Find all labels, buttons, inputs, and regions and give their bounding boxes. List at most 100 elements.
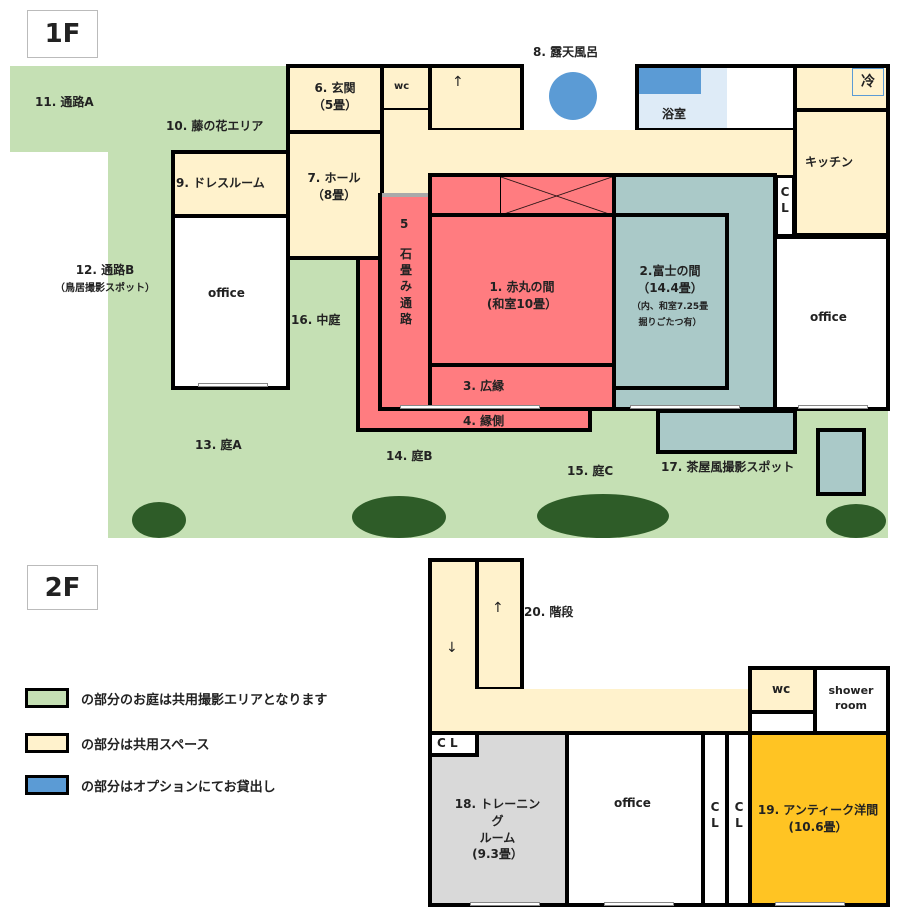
stone-path-divider xyxy=(382,193,430,197)
label-16: 16. 中庭 xyxy=(291,313,341,327)
label-cl-1f: C L xyxy=(780,185,790,215)
label-12: 12. 通路B （鳥居撮影スポット） xyxy=(40,262,170,296)
label-shower-2: room xyxy=(834,699,867,713)
floor-label-2f: 2F xyxy=(27,565,98,610)
label-19-name: 19. アンティーク洋間 xyxy=(757,803,879,817)
room-fuji xyxy=(612,213,729,390)
label-2-name: 2.富士の間 xyxy=(639,264,701,278)
label-bath: 浴室 xyxy=(662,107,687,121)
label-4: 4. 縁側 xyxy=(463,414,505,428)
label-1-size: (和室10畳） xyxy=(486,296,558,311)
corridor-2f xyxy=(428,689,752,735)
legend-item-option: の部分はオプションにてお貸出し xyxy=(25,775,276,795)
label-18-d: (9.3畳） xyxy=(472,847,523,862)
label-7-size: （8畳） xyxy=(311,187,357,202)
stairs-1f xyxy=(428,64,524,132)
window xyxy=(798,405,868,409)
stone-path xyxy=(378,193,432,411)
label-18-b: グ xyxy=(491,813,504,828)
label-18-a: 18. トレーニン xyxy=(454,797,541,811)
legend-text: の部分は共用スペース xyxy=(81,737,210,753)
label-2: 2.富士の間 （14.4畳） （内、和室7.25畳掘りごたつ有） xyxy=(620,263,720,330)
label-2-size: （14.4畳） xyxy=(637,280,703,295)
bathtub xyxy=(639,68,701,94)
window xyxy=(604,902,674,906)
sliding-panels xyxy=(500,177,612,215)
label-kitchen: キッチン xyxy=(805,155,854,169)
label-6-size: （5畳） xyxy=(312,97,358,112)
label-10: 10. 藤の花エリア xyxy=(166,119,264,133)
label-7: 7. ホール （8畳） xyxy=(294,170,374,204)
legend-text: の部分はオプションにてお貸出し xyxy=(81,779,276,795)
room-office-right xyxy=(773,235,890,411)
label-office-left: office xyxy=(208,286,245,300)
label-3: 3. 広縁 xyxy=(463,379,505,393)
floor-label-1f: 1F xyxy=(27,10,98,58)
legend-text: の部分のお庭は共用撮影エリアとなります xyxy=(81,692,328,708)
label-1-name: 1. 赤丸の間 xyxy=(489,280,555,294)
label-1: 1. 赤丸の間 (和室10畳） xyxy=(470,279,574,313)
room-shower xyxy=(813,666,890,735)
label-6: 6. 玄関 （5畳） xyxy=(300,80,370,114)
label-wc-1f: wc xyxy=(394,81,410,92)
room-office-2f xyxy=(565,731,705,907)
label-shower-1: shower xyxy=(828,684,874,697)
label-12-sub: （鳥居撮影スポット） xyxy=(55,282,155,294)
label-5: 石畳み通路 xyxy=(399,247,412,326)
label-15: 15. 庭C xyxy=(567,464,614,478)
label-20: 20. 階段 xyxy=(524,605,574,619)
teahouse-spot xyxy=(656,409,797,454)
label-2-note2: 掘りごたつ有） xyxy=(638,318,702,329)
label-cl-2f-left: C L xyxy=(437,736,458,750)
label-6-name: 6. 玄関 xyxy=(314,81,356,95)
legend-item-shared: の部分は共用スペース xyxy=(25,733,209,753)
room-akamaru xyxy=(428,213,616,367)
label-18-c: ルーム xyxy=(479,830,516,845)
label-office-right: office xyxy=(810,310,847,324)
legend-swatch-garden xyxy=(25,688,69,708)
window xyxy=(400,405,540,409)
window xyxy=(775,902,845,906)
label-12-name: 12. 通路B xyxy=(75,263,135,277)
stairs-down-icon: ↓ xyxy=(446,640,458,656)
legend-item-garden: の部分のお庭は共用撮影エリアとなります xyxy=(25,688,327,708)
corridor-1f xyxy=(380,130,795,175)
label-19-size: (10.6畳） xyxy=(788,819,848,834)
label-5-number: 5 xyxy=(400,217,409,231)
room-office-left xyxy=(171,214,290,390)
stairs-2f-left xyxy=(428,558,479,693)
stairs-up-icon: ↑ xyxy=(452,74,464,90)
label-wc-2f: wc xyxy=(772,682,791,696)
corridor-2f-join xyxy=(432,685,475,693)
label-9: 9. ドレスルーム xyxy=(176,176,265,190)
fridge-box: 冷 xyxy=(852,68,884,96)
label-18: 18. トレーニングルーム (9.3畳） xyxy=(440,796,555,863)
label-17: 17. 茶屋風撮影スポット xyxy=(661,460,795,474)
label-shower: shower room xyxy=(820,683,882,714)
label-cl-2f-a: C L xyxy=(710,800,720,830)
label-19: 19. アンティーク洋間 (10.6畳） xyxy=(752,802,884,836)
label-14: 14. 庭B xyxy=(386,449,433,463)
teahouse-small xyxy=(816,428,866,496)
label-13: 13. 庭A xyxy=(195,438,242,452)
stairs-2f-right xyxy=(475,558,524,691)
bush xyxy=(826,504,886,538)
window xyxy=(630,405,740,409)
outdoor-bath-tub xyxy=(549,72,597,120)
bush xyxy=(132,502,186,538)
label-2-note: （内、和室7.25畳 xyxy=(631,301,709,312)
label-office-2f: office xyxy=(614,796,651,810)
label-cl-2f-b: C L xyxy=(734,800,744,830)
room-kitchen xyxy=(793,108,890,237)
closet-2f-left xyxy=(428,731,479,757)
bush xyxy=(537,494,669,538)
legend-swatch-shared xyxy=(25,733,69,753)
legend-swatch-option xyxy=(25,775,69,795)
bush xyxy=(352,496,446,538)
room-training xyxy=(428,731,569,907)
window xyxy=(198,383,268,387)
label-7-name: 7. ホール xyxy=(307,171,361,185)
label-8: 8. 露天風呂 xyxy=(533,45,599,59)
label-11: 11. 通路A xyxy=(35,95,94,109)
fridge-area xyxy=(793,64,890,112)
